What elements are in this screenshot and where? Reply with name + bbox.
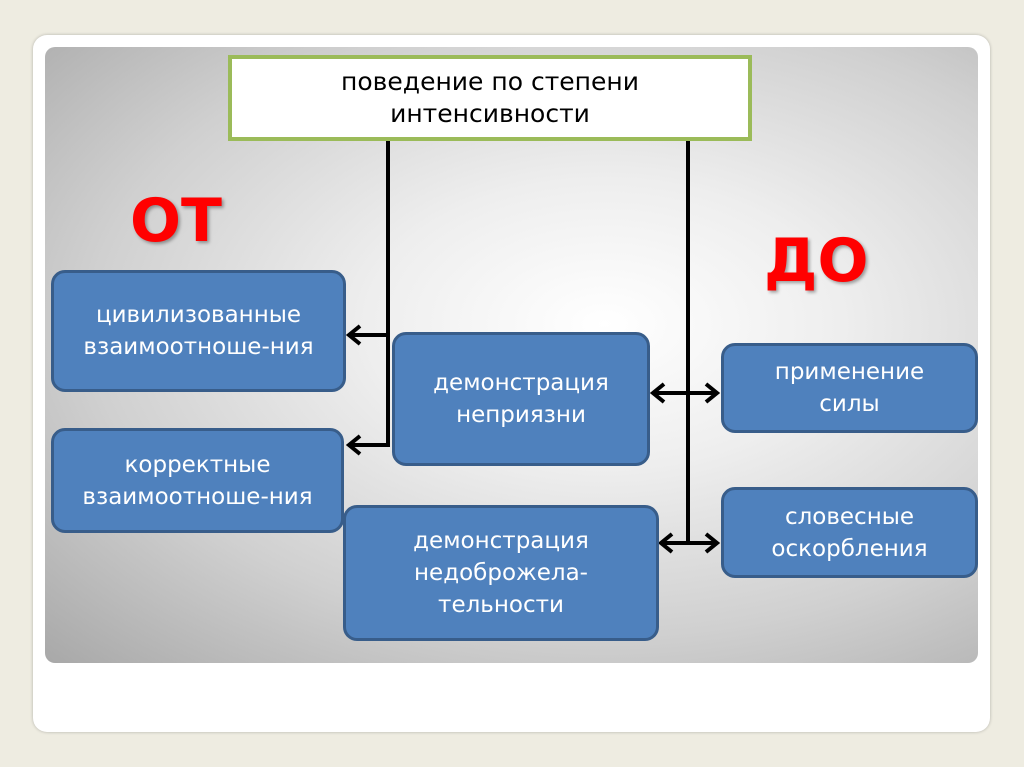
- to-label: ДО: [764, 226, 869, 296]
- box-unfriendliness: демонстрация недоброжела-тельности: [343, 505, 659, 641]
- box-correct: корректные взаимоотноше-ния: [51, 428, 344, 533]
- arrowhead-correct: [345, 434, 362, 456]
- box-force: применение силы: [721, 343, 978, 433]
- title-text: поведение по степени интенсивности: [341, 67, 639, 128]
- from-label: ОТ: [130, 186, 222, 256]
- box-insults: словесные оскорбления: [721, 487, 978, 578]
- arrowhead-civilized: [345, 324, 362, 346]
- box-dislike: демонстрация неприязни: [392, 332, 650, 466]
- box-civilized: цивилизованные взаимоотноше-ния: [51, 270, 346, 392]
- diagram-title: поведение по степени интенсивности: [228, 55, 752, 141]
